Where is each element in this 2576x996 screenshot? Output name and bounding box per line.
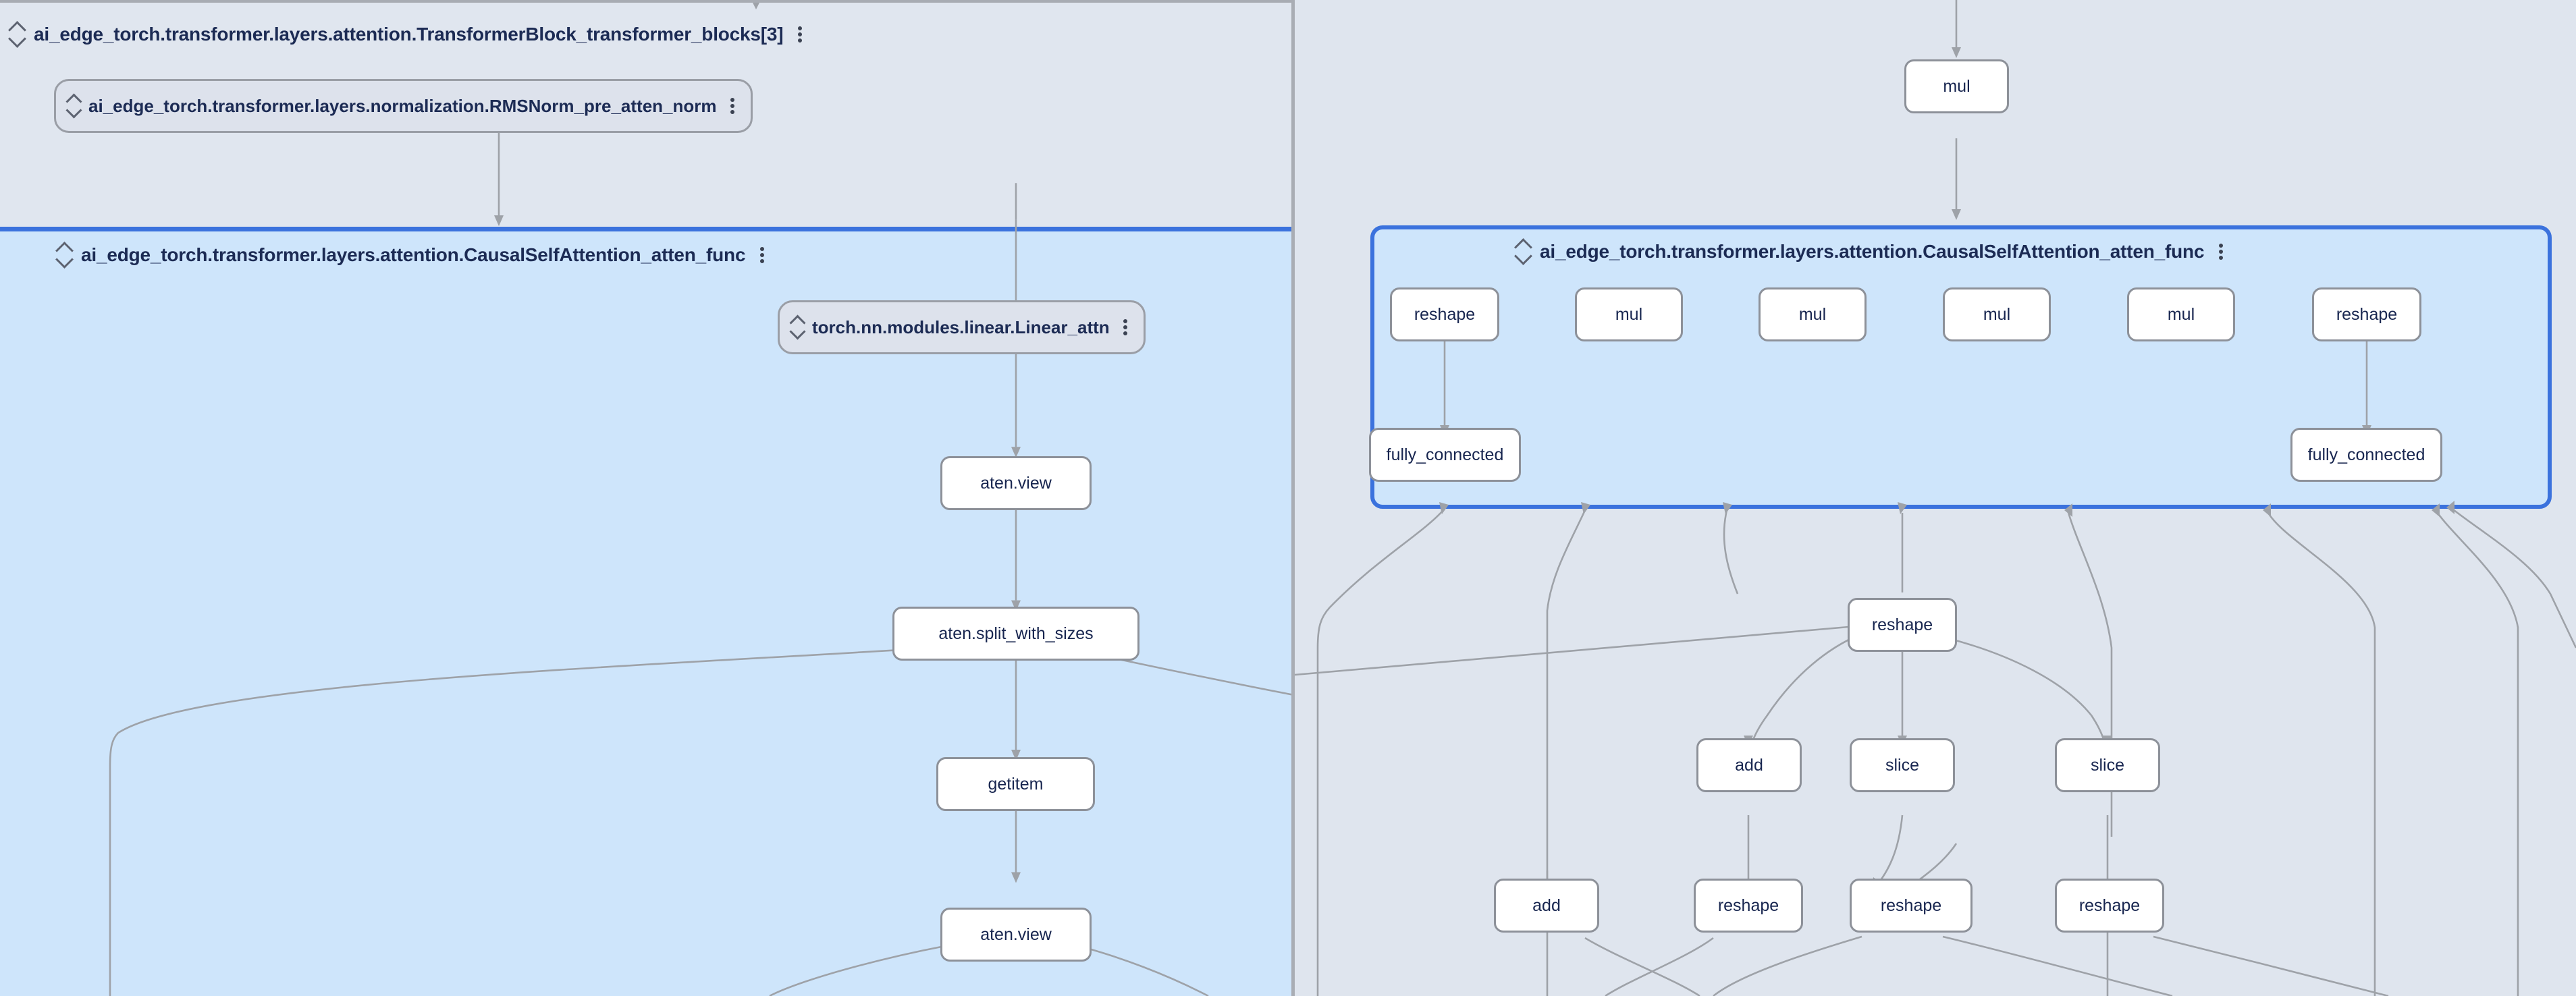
collapse-icon[interactable]: [55, 242, 74, 269]
collapse-icon[interactable]: [8, 21, 26, 48]
expand-icon[interactable]: [65, 93, 82, 119]
expand-icon[interactable]: [789, 314, 806, 340]
node-label: fully_connected: [2307, 445, 2425, 464]
op-node-aten-split-with-sizes[interactable]: aten.split_with_sizes: [892, 607, 1139, 661]
group-title: ai_edge_torch.transformer.layers.attenti…: [1540, 241, 2205, 262]
group-title: ai_edge_torch.transformer.layers.attenti…: [81, 244, 746, 265]
op-node-add-1[interactable]: add: [1696, 738, 1802, 792]
node-label: add: [1532, 895, 1561, 915]
kebab-menu-icon[interactable]: [1117, 317, 1134, 337]
node-label: mul: [1943, 76, 1970, 96]
node-label: getitem: [988, 774, 1044, 794]
collapsed-node-label: ai_edge_torch.transformer.layers.normali…: [88, 95, 717, 116]
node-label: slice: [1885, 755, 1919, 775]
op-node-mul-4[interactable]: mul: [2127, 287, 2235, 341]
node-label: reshape: [1717, 895, 1779, 915]
op-node-reshape-6[interactable]: reshape: [2055, 879, 2164, 933]
node-label: slice: [2090, 755, 2124, 775]
node-label: aten.view: [980, 924, 1052, 944]
node-label: mul: [2167, 304, 2195, 324]
op-node-mul-1[interactable]: mul: [1575, 287, 1683, 341]
op-node-slice-1[interactable]: slice: [1850, 738, 1955, 792]
op-node-fully-connected-2[interactable]: fully_connected: [2290, 428, 2442, 482]
group-header-causal-self-attention[interactable]: ai_edge_torch.transformer.layers.attenti…: [1514, 238, 2230, 265]
right-graph-pane[interactable]: mul ai_edge_torch.transformer.layers.att…: [1295, 0, 2576, 996]
collapsed-node-rmsnorm-pre-atten[interactable]: ai_edge_torch.transformer.layers.normali…: [54, 79, 753, 133]
pane-divider[interactable]: [1291, 0, 1295, 996]
op-node-add-2[interactable]: add: [1494, 879, 1599, 933]
op-node-mul-top[interactable]: mul: [1904, 59, 2009, 113]
kebab-menu-icon[interactable]: [753, 245, 771, 265]
op-node-reshape-4[interactable]: reshape: [1694, 879, 1803, 933]
op-node-reshape-5[interactable]: reshape: [1850, 879, 1973, 933]
kebab-menu-icon[interactable]: [724, 96, 741, 116]
collapsed-node-linear-attn[interactable]: torch.nn.modules.linear.Linear_attn: [778, 300, 1146, 354]
group-header-causal-self-attention[interactable]: ai_edge_torch.transformer.layers.attenti…: [55, 242, 771, 269]
node-label: reshape: [1871, 615, 1933, 634]
node-label: mul: [1983, 304, 2011, 324]
node-label: reshape: [1414, 304, 1476, 324]
left-graph-pane[interactable]: ai_edge_torch.transformer.layers.attenti…: [0, 0, 1291, 996]
op-node-reshape-2[interactable]: reshape: [2312, 287, 2421, 341]
node-label: aten.view: [980, 473, 1052, 493]
collapsed-node-label: torch.nn.modules.linear.Linear_attn: [812, 316, 1110, 337]
node-label: aten.split_with_sizes: [938, 624, 1094, 643]
node-label: reshape: [2078, 895, 2141, 915]
node-label: reshape: [2336, 304, 2398, 324]
op-node-mul-3[interactable]: mul: [1943, 287, 2051, 341]
group-header-transformer-block[interactable]: ai_edge_torch.transformer.layers.attenti…: [8, 21, 809, 48]
op-node-slice-2[interactable]: slice: [2055, 738, 2160, 792]
collapse-icon[interactable]: [1514, 238, 1532, 265]
kebab-menu-icon[interactable]: [2212, 242, 2230, 262]
node-label: mul: [1615, 304, 1643, 324]
kebab-menu-icon[interactable]: [791, 24, 809, 45]
node-label: reshape: [1880, 895, 1942, 915]
node-label: add: [1735, 755, 1763, 775]
op-node-reshape-1[interactable]: reshape: [1390, 287, 1499, 341]
op-node-getitem[interactable]: getitem: [936, 757, 1095, 811]
node-label: fully_connected: [1386, 445, 1504, 464]
op-node-reshape-3[interactable]: reshape: [1848, 598, 1957, 652]
op-node-aten-view[interactable]: aten.view: [940, 456, 1092, 510]
node-label: mul: [1798, 304, 1827, 324]
group-title: ai_edge_torch.transformer.layers.attenti…: [34, 24, 784, 45]
op-node-fully-connected-1[interactable]: fully_connected: [1369, 428, 1521, 482]
op-node-mul-2[interactable]: mul: [1759, 287, 1867, 341]
op-node-aten-view-2[interactable]: aten.view: [940, 908, 1092, 962]
selected-group-top-rule: [0, 227, 1291, 231]
